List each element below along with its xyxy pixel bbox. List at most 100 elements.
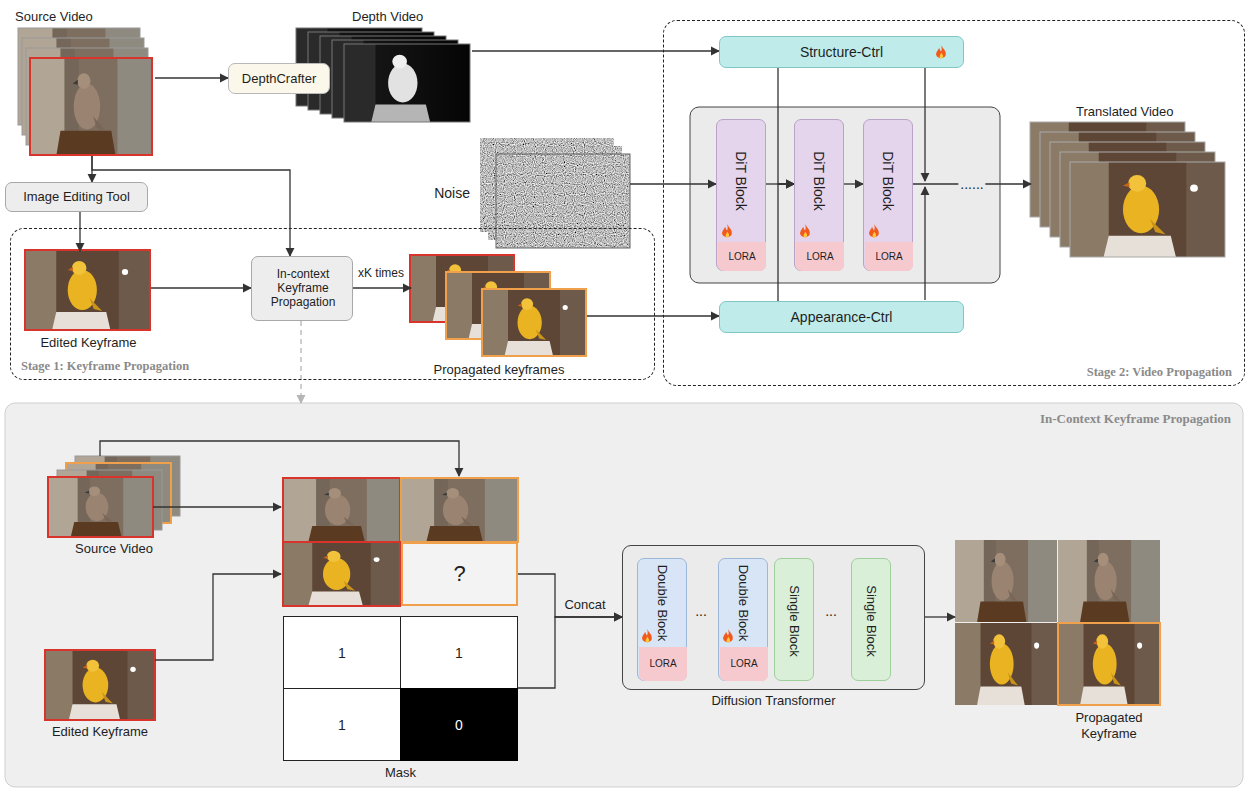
noise-stack: Noise [480,138,630,248]
control-box: Appearance-Ctrl [719,301,964,333]
node-label: 1 [338,644,346,661]
svg-use [25,250,150,330]
mask-cell: 1 [400,616,518,689]
svg-rect [1070,162,1225,257]
node-label: 0 [455,716,463,733]
video-stack: Source Video [48,456,180,537]
dit-block: DiT BlockLORA [716,119,766,271]
single-block: Single Block [851,558,891,681]
svg-rect [482,289,586,356]
keyframe-grid: Propagated Keyframe [955,540,1160,705]
mask-cell: 0 [400,688,518,761]
flame-icon [722,629,734,644]
node-label: LORA [649,658,676,670]
node-label: Propagated keyframes [434,362,565,378]
svg-path [153,506,281,507]
svg-rect [48,477,153,537]
svg-use [30,58,152,155]
transformer-box: Diffusion TransformerDouble BlockLORADou… [622,545,925,690]
node-label: DepthCrafter [242,71,316,87]
svg-use [283,478,400,542]
flame-icon [799,224,811,239]
node-label: LORA [728,251,755,263]
svg-rect [30,58,152,155]
svg-rect [496,154,630,248]
node-label: Translated Video [1076,104,1174,120]
svg-rect [401,478,518,542]
svg-use [283,542,400,606]
svg-rect [283,542,400,606]
connector-arrow [518,574,622,617]
flame-shape [869,224,879,237]
svg-use [401,478,518,542]
connector-arrow [925,616,955,617]
flame-shape [722,224,732,237]
process-box: Image Editing Tool [5,182,148,212]
video-stack: Source Video [15,28,155,156]
node-label: LORA [806,251,833,263]
node-label: DiT Block [880,151,897,211]
connector-arrow [778,184,794,301]
free-label: Concat [564,597,605,613]
flame-shape [723,629,733,642]
svg-use [1058,623,1160,705]
connector-arrow [844,183,863,184]
keyframe-stack: Propagated keyframes [411,256,587,358]
svg-path [155,574,281,660]
connector-arrow [518,617,622,688]
lora-box: LORA [720,647,768,681]
flame-icon [868,224,880,239]
double-block: Double BlockLORA [718,558,768,681]
node-label: Propagated Keyframe [1058,710,1160,741]
node-label: Double Block [654,565,670,642]
node-label: 1 [338,716,346,733]
connector-arrow [778,68,794,184]
svg-path [924,187,925,300]
svg-use [1058,540,1160,622]
connector-arrow [472,50,719,51]
free-label: ... [825,603,837,620]
node-label: Stage 2: Video Propagation [1087,365,1232,380]
node-label: ? [453,561,465,587]
svg-use [1070,162,1225,257]
stage-region: Stage 1: Keyframe PropagationEdited Keyf… [10,228,655,380]
svg-use [955,540,1057,622]
mask-cell: 1 [283,688,401,761]
stage-region: Stage 2: Video PropagationStructure-Ctrl… [663,20,1245,386]
flame-icon [641,629,653,644]
svg-rect [5,403,1243,787]
svg-use [955,623,1057,705]
connector-arrow [353,287,411,288]
free-label: xK times [358,266,404,280]
node-label: DiT Block [811,151,828,211]
process-box: In-context Keyframe Propagation [251,256,353,321]
node-label: LORA [730,658,757,670]
node-label: Appearance-Ctrl [791,309,893,326]
connector-arrow [151,287,251,288]
flame-shape [800,224,810,237]
connector-arrow [155,77,228,78]
svg-rect [283,478,400,542]
lora-box: LORA [639,647,687,681]
node-label: In-context Keyframe Propagation [258,267,348,310]
video-stack: Translated Video [1031,123,1226,258]
node-label: Noise [434,185,470,202]
dit-block: DiT BlockLORA [863,119,913,271]
lora-box: LORA [796,242,844,271]
unknown-cell: ? [401,542,518,606]
connector-arrow [630,183,716,184]
node-label: Source Video [15,9,93,25]
free-label: ... [695,603,707,620]
svg-rect [1058,623,1160,705]
svg-use [344,44,470,122]
svg-rect [344,44,470,122]
connector-arrow [587,315,719,316]
svg-rect [690,107,1000,283]
node-label: Diffusion Transformer [711,693,835,709]
node-label: Image Editing Tool [23,189,130,205]
svg-rect [496,154,630,248]
dit-block: DiT BlockLORA [794,119,844,271]
svg-path [924,67,925,181]
node-label: Source Video [75,541,153,557]
